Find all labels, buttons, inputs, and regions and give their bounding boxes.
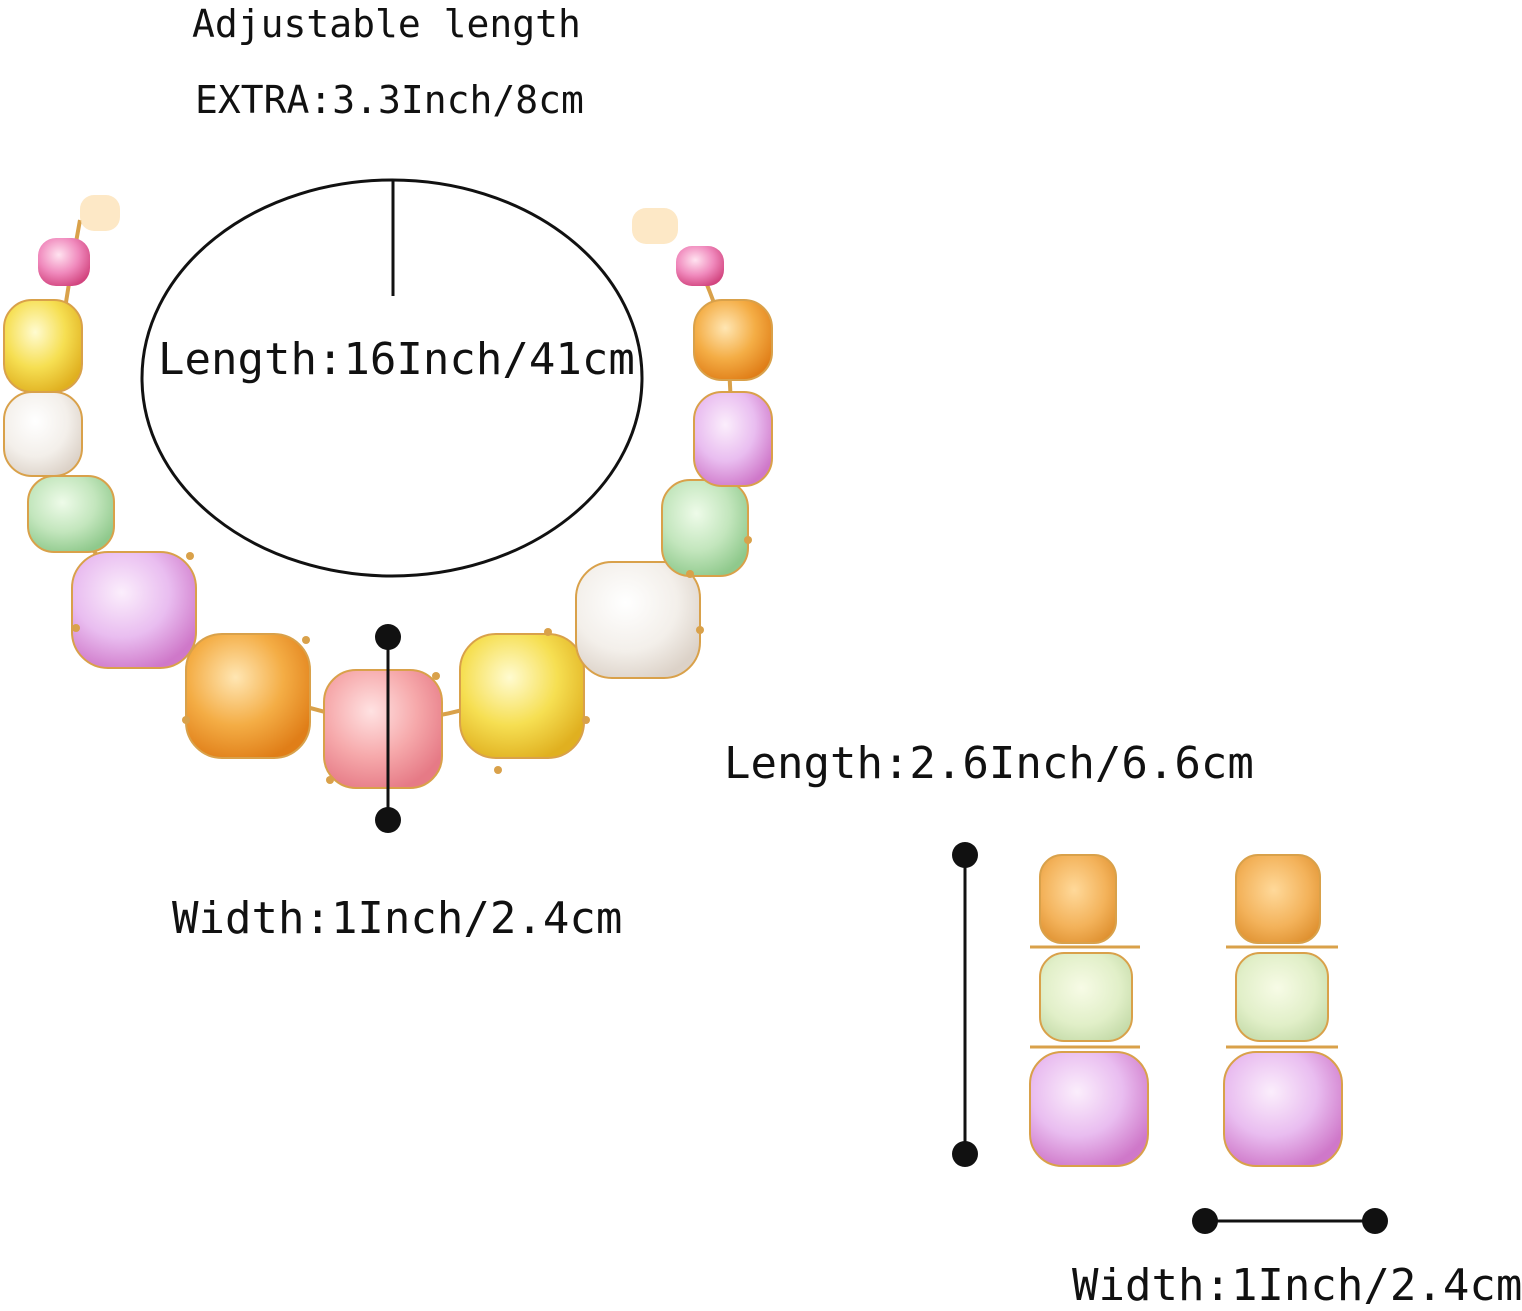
- adjustable-length-label: Adjustable length: [192, 2, 581, 46]
- stone-lavender-right: [693, 391, 773, 487]
- earring-width-indicator: [1192, 1208, 1388, 1234]
- necklace-width-label: Width:1Inch/2.4cm: [172, 893, 623, 944]
- stone-pink-right: [676, 246, 724, 286]
- earring-stone-green: [1039, 952, 1133, 1042]
- earring-stone-lavender: [1223, 1051, 1343, 1167]
- necklace-width-indicator: [375, 624, 401, 833]
- stone-lavender: [71, 551, 197, 669]
- stone-mint-right: [661, 479, 749, 577]
- earring-left: [1029, 854, 1149, 1167]
- stone-coral: [323, 669, 443, 789]
- necklace-length-label: Length:16Inch/41cm: [158, 334, 635, 385]
- stone-white: [3, 391, 83, 477]
- earring-length-label: Length:2.6Inch/6.6cm: [724, 738, 1254, 789]
- stone-yellow-large: [459, 633, 585, 759]
- earring-stone-green: [1235, 952, 1329, 1042]
- earring-stone-amber: [1039, 854, 1117, 944]
- earring-stone-lavender: [1029, 1051, 1149, 1167]
- earring-right: [1223, 854, 1343, 1167]
- earring-stone-amber: [1235, 854, 1321, 944]
- earring-width-label: Width:1Inch/2.4cm: [1072, 1260, 1522, 1311]
- earring-length-indicator: [952, 842, 978, 1167]
- stone-yellow: [3, 299, 83, 393]
- stone-mint: [27, 475, 115, 553]
- stone-pink: [38, 238, 90, 286]
- stone-orange: [185, 633, 311, 759]
- stone-white-large: [575, 561, 701, 679]
- necklace: [3, 195, 773, 789]
- extra-length-label: EXTRA:3.3Inch/8cm: [195, 78, 584, 122]
- circumference-diagram: [140, 178, 644, 578]
- stone-orange-right: [693, 299, 773, 381]
